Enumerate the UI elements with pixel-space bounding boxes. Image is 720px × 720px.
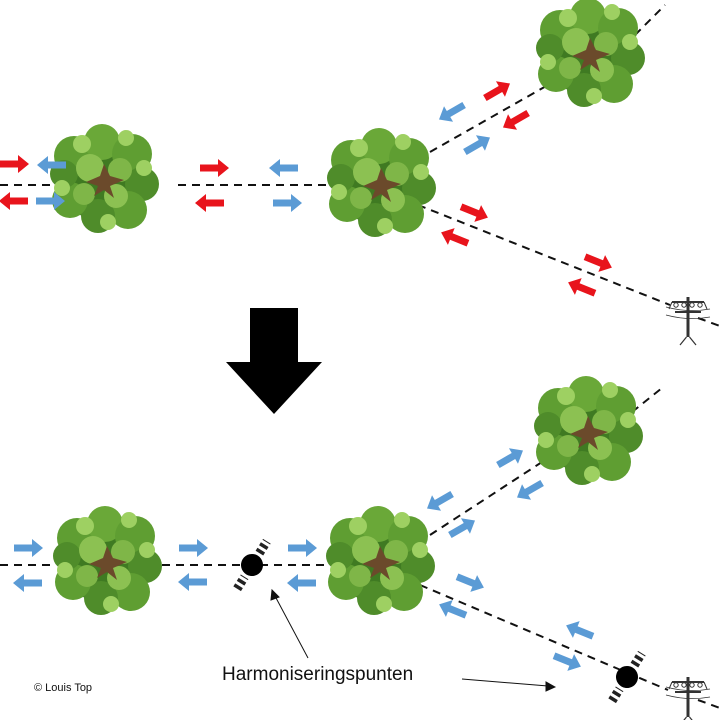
red-arrow-right: [200, 159, 229, 177]
blue-arrow-right: [36, 192, 65, 210]
blue-arrow-left: [287, 574, 316, 592]
power-pole-icon: [665, 676, 711, 720]
red-arrow-lower-branch-out: [459, 203, 488, 222]
blue-arrow-right: [273, 194, 302, 212]
blue-arrow-upper-branch-in: [427, 490, 454, 511]
red-arrow-right: [0, 155, 29, 173]
red-arrow-left: [195, 194, 224, 212]
red-arrow-lower-branch-in: [568, 278, 597, 297]
tree-icon: [536, 0, 645, 107]
top-diagram: [0, 0, 720, 346]
blue-arrow-right: [288, 539, 317, 557]
copyright-notice: © Louis Top: [34, 682, 93, 694]
blue-arrow-upper-branch-out: [448, 518, 475, 539]
blue-arrow-lower-branch-in: [439, 600, 468, 619]
bottom-diagram: [0, 376, 720, 720]
blue-arrow-left: [178, 573, 207, 591]
red-arrow-upper-branch-out: [483, 81, 510, 102]
down-arrow-icon: [226, 308, 322, 414]
red-arrow-lower-branch-out: [583, 253, 612, 272]
top-road-lines: [0, 4, 720, 327]
blue-arrow-upper-branch-in: [517, 479, 544, 500]
blue-arrow-right: [14, 539, 43, 557]
blue-arrow-lower-branch-out: [455, 573, 484, 592]
red-arrow-left: [0, 192, 28, 210]
blue-arrow-left: [37, 156, 66, 174]
blue-arrow-upper-branch-in: [439, 101, 466, 122]
callout-pointers: [270, 588, 557, 692]
blue-arrow-lower-branch-in: [566, 621, 595, 640]
blue-arrow-upper-branch-out: [463, 135, 490, 156]
blue-arrow-lower-branch-out: [552, 652, 581, 671]
blue-arrow-left: [269, 159, 298, 177]
blue-arrow-left: [13, 574, 42, 592]
tree-icon: [327, 128, 436, 237]
red-arrow-lower-branch-in: [441, 228, 470, 247]
blue-arrow-upper-branch-out: [496, 448, 523, 469]
blue-arrows: [36, 101, 490, 212]
tree-icon: [534, 376, 643, 485]
red-arrow-upper-branch-in: [503, 109, 530, 130]
blue-arrow-right: [179, 539, 208, 557]
harmonization-points-label: Harmoniseringspunten: [222, 664, 414, 685]
tree-icon: [326, 506, 435, 615]
tree-icon: [50, 124, 159, 233]
bottom-blue-arrows: [13, 448, 595, 671]
red-arrows: [0, 81, 612, 297]
tree-icon: [53, 506, 162, 615]
harmonization-point-icon: [603, 647, 651, 706]
